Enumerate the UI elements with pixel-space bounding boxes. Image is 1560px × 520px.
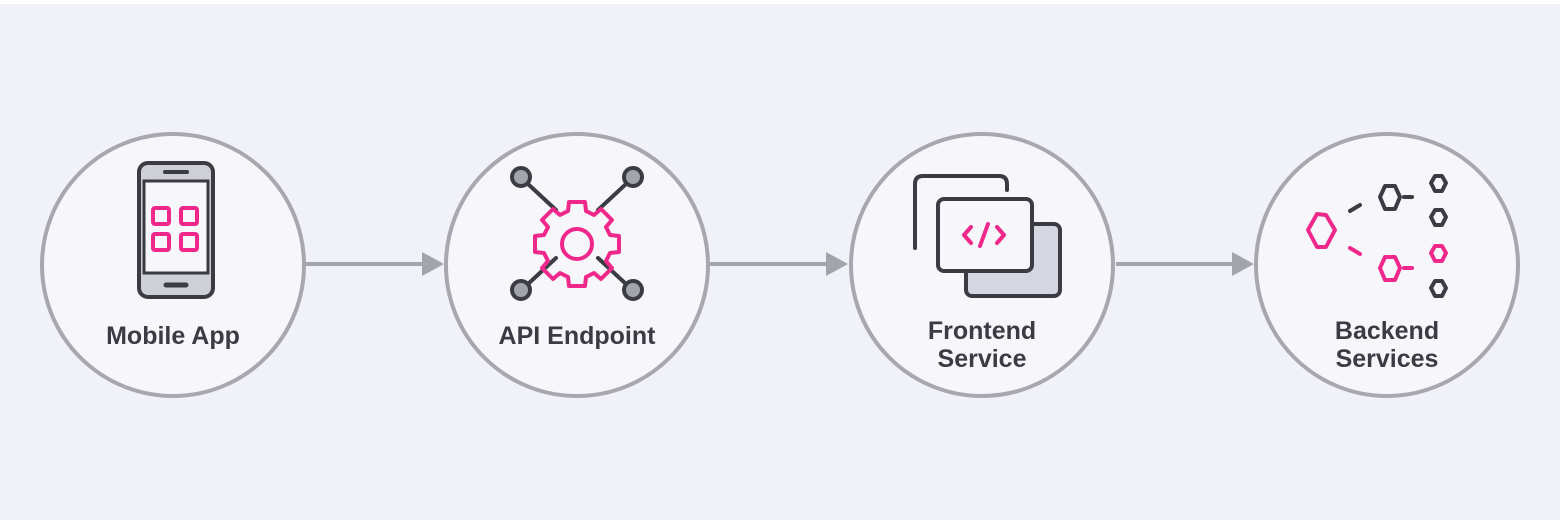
node-label-api-endpoint: API Endpoint [468,322,686,350]
node-backend-services: Backend Services [1254,132,1520,398]
node-label-mobile-app: Mobile App [64,322,282,350]
hexagon-graph-icon [1306,174,1448,298]
edge-mobile-to-api [306,262,424,266]
label-line: Service [937,345,1027,373]
arrowhead-frontend-to-backend [1232,252,1254,276]
node-mobile-app: Mobile App [40,132,306,398]
label-line: API Endpoint [498,322,656,350]
label-line: Backend [1334,317,1440,345]
node-label-frontend-service: Frontend Service [873,317,1091,373]
label-line: Frontend [927,317,1037,345]
node-frontend-service: Frontend Service [849,132,1115,398]
arrowhead-mobile-to-api [422,252,444,276]
node-api-endpoint: API Endpoint [444,132,710,398]
node-label-backend-services: Backend Services [1278,317,1496,373]
gear-network-icon [510,166,644,301]
smartphone-icon [137,161,215,299]
label-line: Mobile App [106,322,240,350]
diagram-canvas: Mobile App API Endpoint [0,4,1560,520]
arrowhead-api-to-frontend [826,252,848,276]
code-windows-icon [913,174,1062,298]
label-line: Services [1335,345,1439,373]
edge-frontend-to-backend [1116,262,1234,266]
edge-api-to-frontend [710,262,828,266]
